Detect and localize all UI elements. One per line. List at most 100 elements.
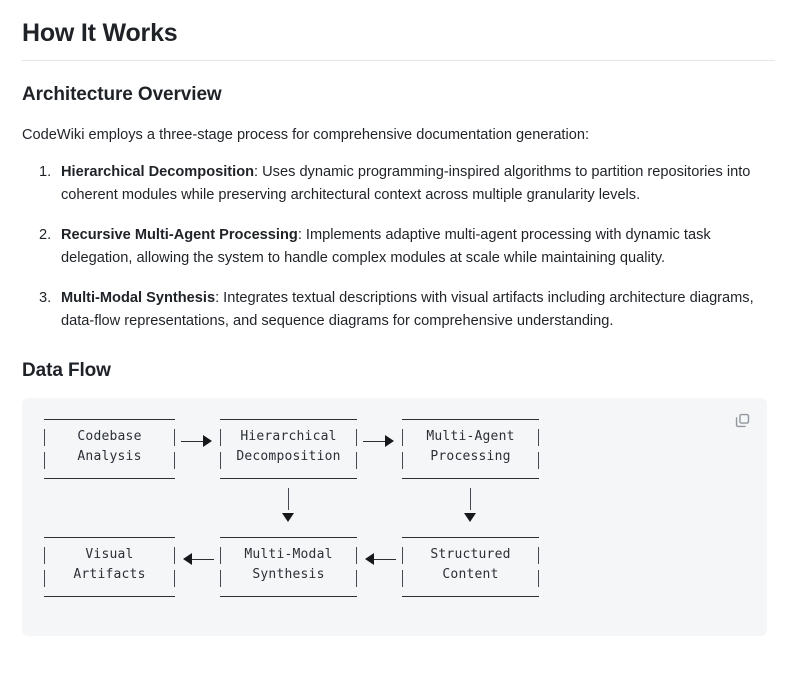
node-label-line2: Artifacts [73, 566, 146, 582]
arrow-stem [288, 487, 289, 510]
list-item: Multi-Modal Synthesis: Integrates textua… [39, 287, 768, 333]
box-top-border [220, 536, 357, 538]
dataflow-code-block: Codebase Analysis Hierarchic [22, 397, 767, 636]
diagram-bottom-row: Visual Artifacts Multi-Modal [40, 534, 543, 600]
arrow-stem [470, 487, 471, 510]
diagram-node-visual-artifacts: Visual Artifacts [40, 534, 179, 600]
list-item: Hierarchical Decomposition: Uses dynamic… [39, 161, 768, 207]
step-text: Implements adaptive multi-agent processi… [61, 226, 711, 266]
box-bottom-border [220, 477, 357, 479]
box-top-border [44, 536, 175, 538]
box-left-pipe [220, 569, 221, 587]
node-label-line2: Decomposition [236, 448, 341, 464]
step-term: Hierarchical Decomposition [61, 163, 255, 180]
box-left-pipe [44, 546, 45, 564]
down-arrow-icon [279, 482, 299, 534]
box-right-pipe [174, 428, 175, 446]
down-arrow-icon [461, 482, 481, 534]
box-right-pipe [174, 546, 175, 564]
box-left-pipe [220, 428, 221, 446]
box-right-pipe [538, 451, 539, 469]
box-bottom-border [402, 477, 539, 479]
section-heading-architecture: Architecture Overview [22, 84, 222, 106]
node-label: Hierarchical Decomposition [216, 427, 361, 467]
step-term: Recursive Multi-Agent Processing [61, 226, 298, 243]
right-arrow-icon [361, 416, 398, 482]
box-bottom-border [220, 595, 357, 597]
document-page: How It Works Architecture Overview CodeW… [0, 0, 790, 636]
step-term: Multi-Modal Synthesis [61, 289, 216, 306]
node-label-line1: Hierarchical [240, 428, 337, 444]
box-left-pipe [402, 428, 403, 446]
box-right-pipe [538, 546, 539, 564]
right-arrow-icon [179, 416, 216, 482]
box-right-pipe [356, 569, 357, 587]
node-label: Multi-Agent Processing [398, 427, 543, 467]
node-label-line2: Processing [430, 448, 511, 464]
diagram-top-row: Codebase Analysis Hierarchic [40, 416, 543, 482]
box-left-pipe [220, 451, 221, 469]
node-label: Multi-Modal Synthesis [216, 545, 361, 585]
arrow-head [282, 512, 294, 522]
step-text: Uses dynamic programming-inspired algori… [61, 163, 751, 203]
arrow-head [365, 552, 374, 565]
box-right-pipe [538, 569, 539, 587]
step-separator: : [215, 289, 224, 306]
node-label-line1: Multi-Modal [244, 546, 333, 562]
node-label-line2: Synthesis [252, 566, 325, 582]
left-arrow-icon [179, 534, 216, 600]
box-right-pipe [356, 546, 357, 564]
arrow-head [203, 434, 212, 447]
diagram-vertical-connectors [40, 482, 543, 534]
box-left-pipe [44, 569, 45, 587]
node-label: Structured Content [398, 545, 543, 585]
node-label-line1: Visual [85, 546, 134, 562]
dataflow-diagram: Codebase Analysis Hierarchic [40, 416, 543, 600]
step-separator: : [297, 226, 306, 243]
diagram-node-structured-content: Structured Content [398, 534, 543, 600]
box-left-pipe [44, 428, 45, 446]
box-left-pipe [402, 546, 403, 564]
diagram-node-codebase-analysis: Codebase Analysis [40, 416, 179, 482]
node-label-line1: Structured [430, 546, 511, 562]
page-title: How It Works [22, 19, 178, 47]
box-right-pipe [174, 451, 175, 469]
box-top-border [402, 536, 539, 538]
node-label: Codebase Analysis [40, 427, 179, 467]
diagram-node-hierarchical-decomposition: Hierarchical Decomposition [216, 416, 361, 482]
box-bottom-border [44, 477, 175, 479]
step-text: Integrates textual descriptions with vis… [61, 289, 754, 329]
node-label-line1: Multi-Agent [426, 428, 515, 444]
box-left-pipe [402, 569, 403, 587]
box-right-pipe [356, 428, 357, 446]
arrow-stem [372, 558, 396, 560]
node-label-line2: Analysis [77, 448, 142, 464]
box-left-pipe [44, 451, 45, 469]
left-arrow-icon [361, 534, 398, 600]
box-left-pipe [220, 546, 221, 564]
arrow-head [183, 552, 192, 565]
box-top-border [220, 418, 357, 420]
node-label: Visual Artifacts [40, 545, 179, 585]
arrow-stem [363, 440, 387, 442]
copy-icon[interactable] [729, 408, 755, 434]
title-divider [22, 60, 775, 62]
node-label-line2: Content [442, 566, 499, 582]
diagram-node-multi-modal-synthesis: Multi-Modal Synthesis [216, 534, 361, 600]
box-right-pipe [538, 428, 539, 446]
box-top-border [402, 418, 539, 420]
arrow-head [464, 512, 476, 522]
box-bottom-border [44, 595, 175, 597]
list-item: Recursive Multi-Agent Processing: Implem… [39, 224, 768, 270]
arrow-stem [181, 440, 205, 442]
section-heading-dataflow: Data Flow [22, 359, 111, 381]
step-separator: : [254, 163, 263, 180]
diagram-node-multi-agent-processing: Multi-Agent Processing [398, 416, 543, 482]
box-left-pipe [402, 451, 403, 469]
box-bottom-border [402, 595, 539, 597]
box-top-border [44, 418, 175, 420]
box-right-pipe [356, 451, 357, 469]
node-label-line1: Codebase [77, 428, 142, 444]
arrow-stem [190, 558, 214, 560]
box-right-pipe [174, 569, 175, 587]
